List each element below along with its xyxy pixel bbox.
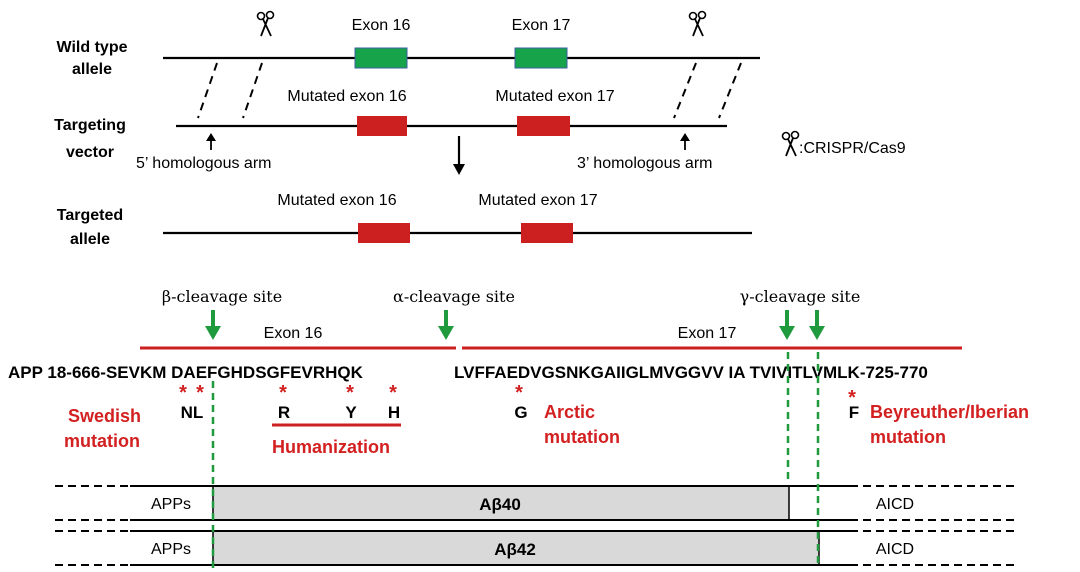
mutation-labels: Swedish mutation Humanization Arctic mut… bbox=[64, 402, 1029, 457]
gamma-cleavage-label: γ-cleavage site bbox=[740, 287, 861, 306]
vector-mutated-exon16-label: Mutated exon 16 bbox=[287, 88, 406, 105]
wild-type-label-line1: Wild type bbox=[57, 39, 128, 56]
gamma42-cleavage-arrow bbox=[809, 310, 825, 340]
targeted-mutated-exon17 bbox=[521, 223, 573, 243]
targeted-mutated-exon16 bbox=[358, 223, 410, 243]
sequence-prefix: APP 18-666- bbox=[8, 363, 106, 382]
abeta40-box bbox=[213, 486, 789, 520]
abeta42-label: Aβ42 bbox=[494, 540, 536, 559]
swedish-label-line2: mutation bbox=[64, 431, 140, 451]
targeted-allele-label-line2: allele bbox=[70, 231, 110, 248]
beyreuther-label-line2: mutation bbox=[870, 427, 946, 447]
sequence-exon16: SEVKM DAEFGHDSGFEVRHQK bbox=[106, 363, 364, 382]
humanization-residue-y: Y bbox=[345, 403, 357, 422]
asterisk-arctic: * bbox=[515, 382, 523, 404]
scissors-icon bbox=[256, 10, 275, 37]
humanization-residue-h: H bbox=[388, 403, 400, 422]
homologous-arm-5-label: 5’ homologous arm bbox=[136, 155, 271, 172]
scissors-icon bbox=[688, 10, 707, 37]
beta-cleavage-label: β-cleavage site bbox=[162, 287, 282, 306]
wild-type-exon17 bbox=[514, 47, 568, 69]
products-panel: APPs Aβ40 AICD APPs Aβ42 AICD bbox=[55, 485, 1016, 566]
asterisk-beyreuther: * bbox=[848, 387, 856, 409]
homologous-arm-5-arrow bbox=[206, 133, 216, 150]
scissors-icon bbox=[781, 130, 800, 157]
asterisk-humanization-r: * bbox=[279, 382, 287, 404]
recombination-lines bbox=[197, 62, 742, 119]
cleavage-guide-lines bbox=[211, 352, 820, 568]
arctic-label-line2: mutation bbox=[544, 427, 620, 447]
asterisk-humanization-y: * bbox=[346, 382, 354, 404]
beta-cleavage-arrow bbox=[205, 310, 221, 340]
targeted-mutated-exon17-label: Mutated exon 17 bbox=[478, 192, 597, 209]
swedish-label-line1: Swedish bbox=[68, 406, 141, 426]
row1-aicd-label: AICD bbox=[876, 496, 914, 513]
gene-targeting-panel: Wild type allele Targeting vector Target… bbox=[54, 10, 906, 248]
wild-type-exon16 bbox=[354, 47, 408, 69]
asterisk-humanization-h: * bbox=[389, 382, 397, 404]
homologous-arm-3-label: 3’ homologous arm bbox=[577, 155, 712, 172]
mutant-residues: NL R Y H G F bbox=[181, 403, 860, 422]
exon16-label: Exon 16 bbox=[352, 17, 411, 34]
vector-mutated-exon16 bbox=[357, 116, 407, 136]
swedish-residues: NL bbox=[181, 403, 204, 422]
vector-mutated-exon17-label: Mutated exon 17 bbox=[495, 88, 614, 105]
cleavage-panel: β-cleavage site α-cleavage site γ-cleava… bbox=[8, 287, 1029, 457]
wild-type-label-line2: allele bbox=[72, 61, 112, 78]
abeta40-label: Aβ40 bbox=[479, 495, 521, 514]
sequence-exon17: LVFFAEDVGSNKGAIIGLMVGGVV IA TVIVITLVMLK bbox=[454, 363, 861, 382]
asterisk-swedish-l: * bbox=[196, 382, 204, 404]
mutation-asterisks: * * * * * * * bbox=[179, 382, 856, 409]
alpha-cleavage-arrow bbox=[438, 310, 454, 340]
targeted-mutated-exon16-label: Mutated exon 16 bbox=[277, 192, 396, 209]
row1-apps-label: APPs bbox=[151, 496, 191, 513]
exon17-bar-label: Exon 17 bbox=[678, 325, 737, 342]
row2-apps-label: APPs bbox=[151, 541, 191, 558]
exon17-label: Exon 17 bbox=[512, 17, 571, 34]
down-arrow-icon bbox=[453, 136, 465, 175]
targeted-allele-label-line1: Targeted bbox=[57, 207, 123, 224]
sequence-suffix: -725-770 bbox=[860, 363, 928, 382]
asterisk-swedish-n: * bbox=[179, 382, 187, 404]
beyreuther-label-line1: Beyreuther/Iberian bbox=[870, 402, 1029, 422]
vector-mutated-exon17 bbox=[517, 116, 570, 136]
abeta42-box bbox=[213, 531, 819, 565]
beyreuther-residue: F bbox=[849, 403, 859, 422]
arctic-residue: G bbox=[514, 403, 527, 422]
homologous-arm-3-arrow bbox=[680, 133, 690, 150]
targeting-vector-label-line1: Targeting bbox=[54, 117, 126, 134]
crispr-legend-label: :CRISPR/Cas9 bbox=[799, 140, 906, 157]
gamma40-cleavage-arrow bbox=[779, 310, 795, 340]
arctic-label-line1: Arctic bbox=[544, 402, 595, 422]
targeting-vector-label-line2: vector bbox=[66, 144, 114, 161]
alpha-cleavage-label: α-cleavage site bbox=[393, 287, 515, 306]
exon16-bar-label: Exon 16 bbox=[264, 325, 323, 342]
humanization-residue-r: R bbox=[278, 403, 290, 422]
sequence-line: APP 18-666-SEVKM DAEFGHDSGFEVRHQK LVFFAED… bbox=[8, 363, 928, 382]
humanization-label: Humanization bbox=[272, 437, 390, 457]
row2-aicd-label: AICD bbox=[876, 541, 914, 558]
